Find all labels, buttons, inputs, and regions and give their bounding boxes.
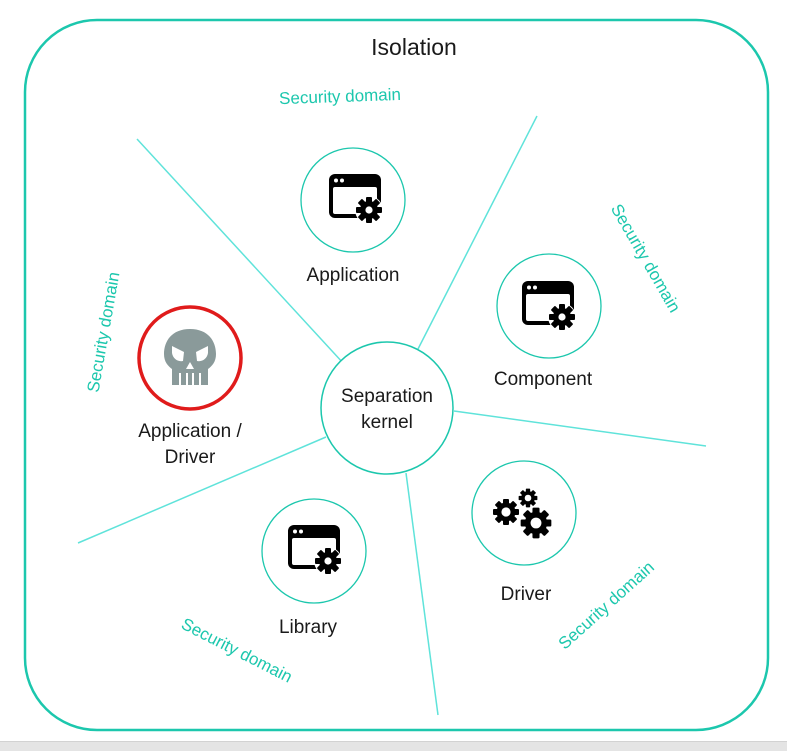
isolation-frame: [23, 18, 770, 732]
app-window-gear-icon: [522, 281, 576, 331]
app-driver-label-line1: Application /: [138, 421, 242, 442]
skull-icon: [164, 329, 216, 385]
security-domain-label-right: Security domain: [607, 201, 684, 316]
isolation-title: Isolation: [371, 34, 457, 60]
kernel-label-line2: kernel: [361, 412, 413, 433]
app-driver-label-line2: Driver: [165, 447, 216, 468]
security-domain-label-bottom-left: Security domain: [178, 614, 295, 686]
window-bottom-bar: [0, 741, 787, 751]
domain-dividers: [77, 115, 707, 716]
app-window-gear-icon: [329, 174, 383, 224]
driver-node: Driver: [471, 460, 577, 605]
divider-left: [77, 436, 327, 544]
security-domain-label-bottom-right: Security domain: [555, 558, 658, 654]
app-window-gear-icon: [288, 525, 342, 575]
component-label: Component: [494, 369, 593, 390]
component-node: Component: [494, 253, 602, 390]
driver-label: Driver: [501, 584, 552, 605]
separation-kernel-node: Separation kernel: [320, 341, 454, 475]
library-label: Library: [279, 617, 338, 638]
security-domain-label-top: Security domain: [279, 85, 401, 108]
divider-upper-right: [417, 115, 538, 350]
application-label: Application: [307, 265, 400, 286]
divider-right: [453, 410, 707, 447]
malicious-app-driver-node: Application / Driver: [137, 305, 243, 468]
library-node: Library: [261, 498, 367, 638]
kernel-label-line1: Separation: [341, 386, 433, 407]
security-domain-label-left: Security domain: [84, 270, 124, 393]
application-node: Application: [300, 147, 406, 286]
divider-upper-left: [136, 138, 345, 365]
divider-bottom: [405, 472, 439, 716]
